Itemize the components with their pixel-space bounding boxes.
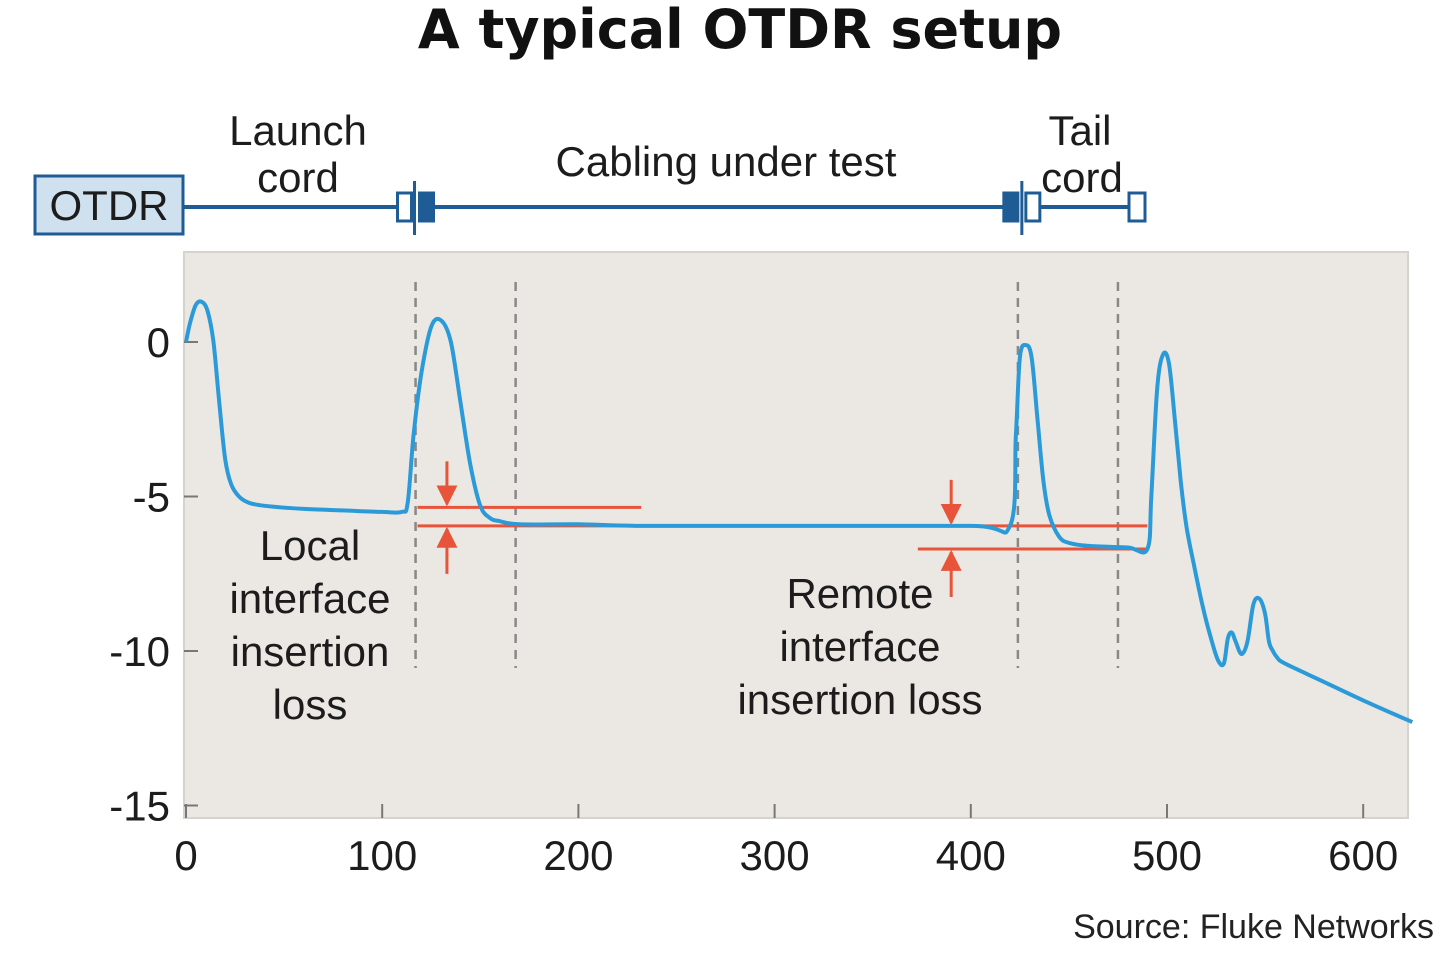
connector-1-open [396,191,414,223]
tail-cord-label-line1: Tail [1048,107,1111,154]
local-loss-label-line2: interface [229,575,390,622]
x-tick-label: 500 [1132,832,1202,879]
local-loss-label-line1: Local [260,522,360,569]
trace-group [184,299,1414,724]
cable-line [183,181,1147,235]
x-tick-label: 600 [1328,832,1398,879]
connector-2-mated [1002,191,1020,223]
x-tick-label: 0 [174,832,197,879]
launch-cord-label-line1: Launch [229,107,367,154]
y-tick-label: -15 [109,783,170,830]
connector-2-open [1024,191,1042,223]
remote-loss-annotation: Remote interface insertion loss [737,570,982,723]
chart-title: A typical OTDR setup [418,0,1062,61]
remote-loss-label-line1: Remote [786,570,933,617]
source-note: Source: Fluke Networks [1073,908,1434,946]
y-tick-label: -5 [133,474,170,521]
x-tick-label: 300 [740,832,810,879]
otdr-label: OTDR [50,182,169,229]
plot-area [183,251,1409,819]
event-boundaries [414,282,1120,668]
x-tick-label: 400 [936,832,1006,879]
tail-cord-label-line2: cord [1041,154,1123,201]
remote-loss-label-line3: insertion loss [737,676,982,723]
local-loss-label-line3: insertion [231,628,390,675]
otdr-trace-line [184,299,1414,724]
y-tick-label: 0 [147,319,170,366]
cabling-under-test-label: Cabling under test [556,138,897,185]
local-loss-annotation: Local interface insertion loss [229,522,390,728]
launch-cord-label-line2: cord [257,154,339,201]
axes: 0 100 200 300 400 500 600 0 -5 -10 -15 [109,319,1398,879]
connector-1-mated [418,191,436,223]
tail-end-connector [1127,191,1147,223]
y-tick-label: -10 [109,628,170,675]
otdr-box [33,174,185,236]
x-tick-label: 100 [347,832,417,879]
setup-diagram: OTDR Launch cord Cabling under test Tail… [33,107,1147,236]
x-tick-label: 200 [543,832,613,879]
local-loss-label-line4: loss [273,681,348,728]
remote-loss-label-line2: interface [779,623,940,670]
